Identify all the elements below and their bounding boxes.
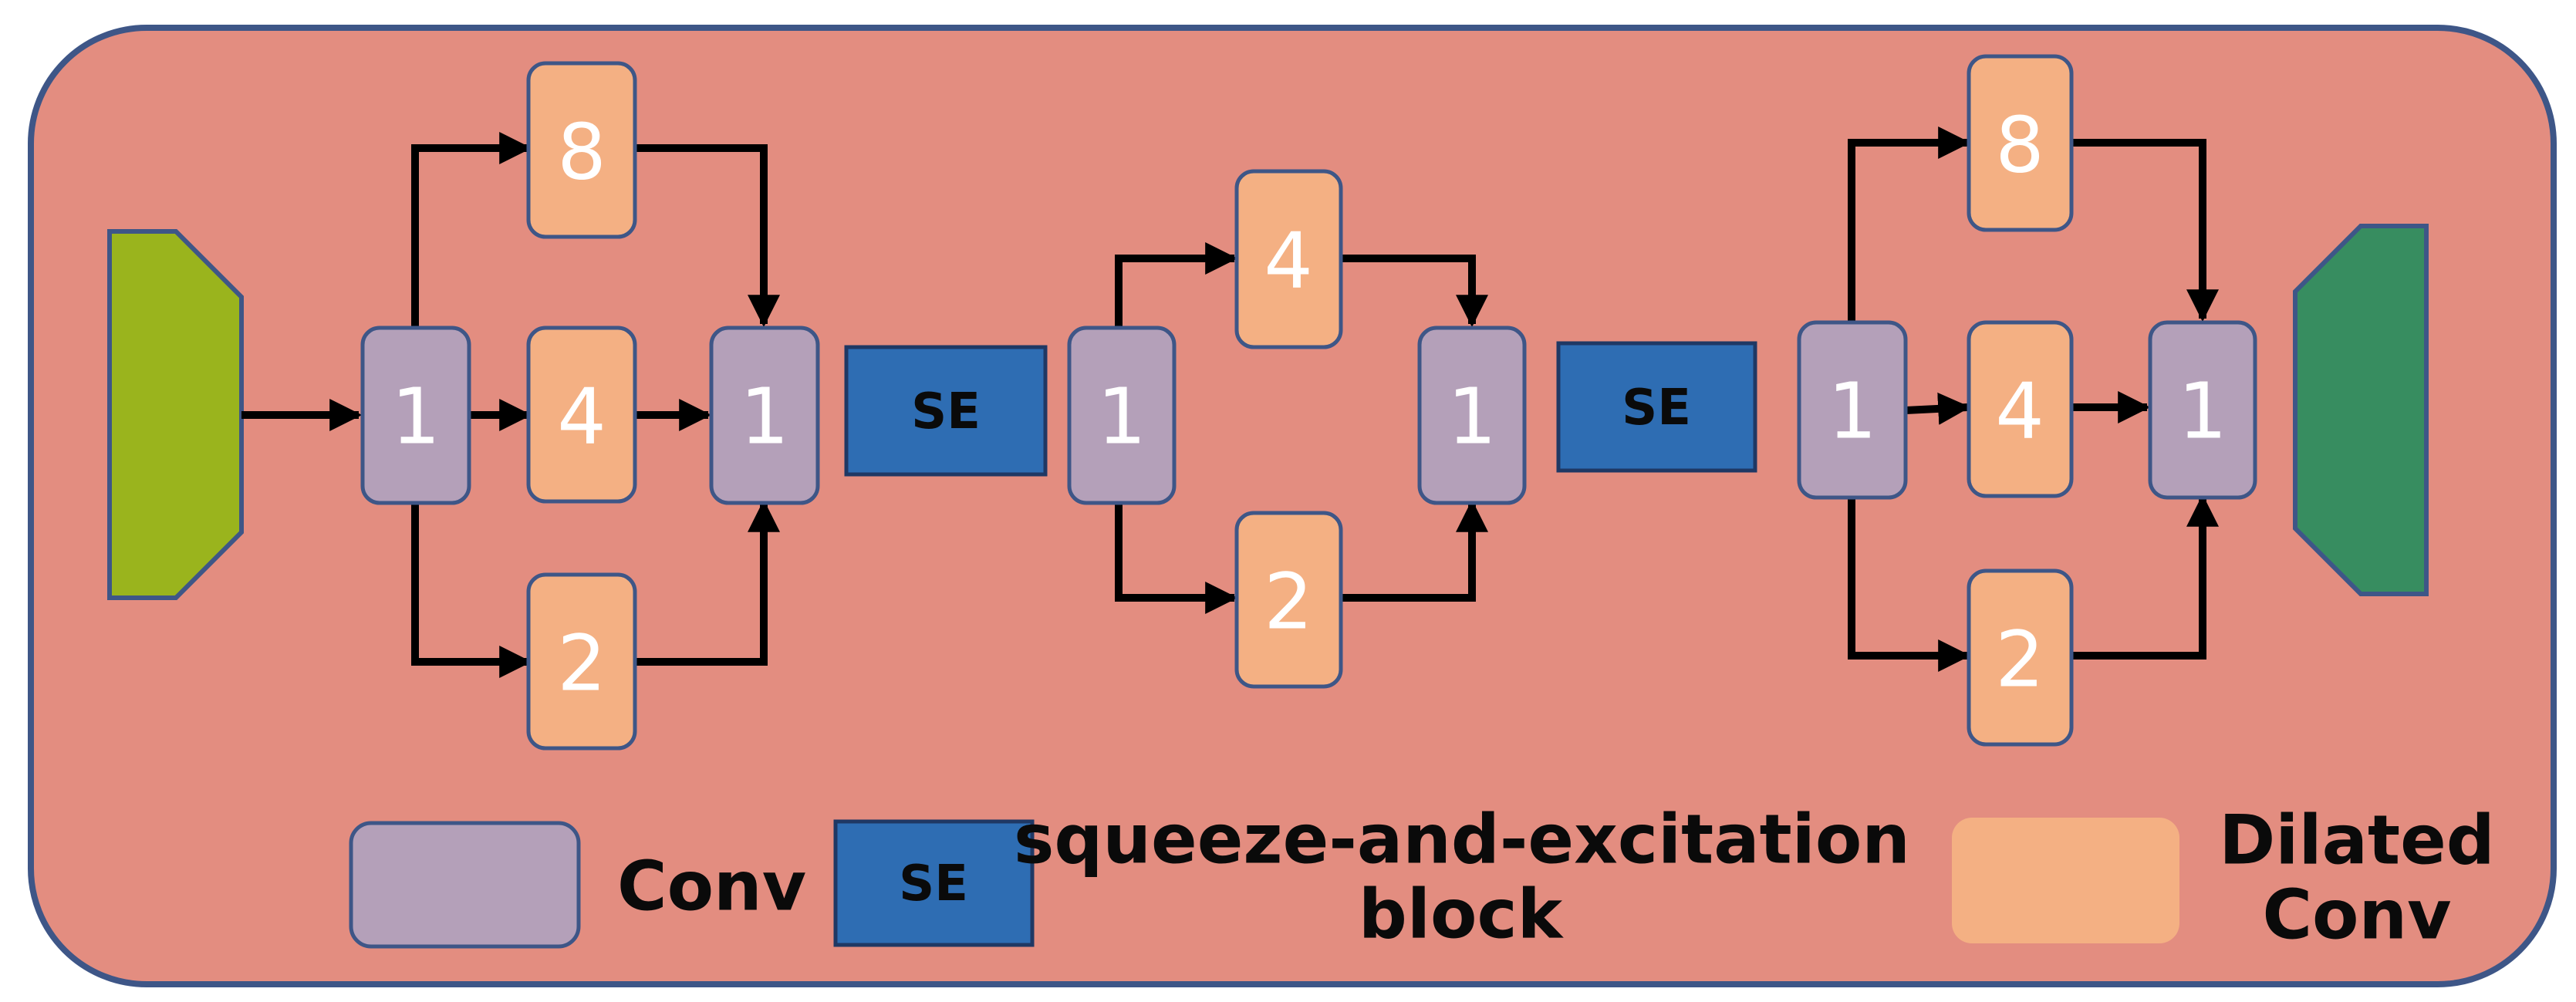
conv-node-label: 1 (740, 372, 789, 462)
conv-node (2148, 320, 2257, 500)
legend-dilated-label: Dilated (2219, 801, 2495, 880)
legend: Conv SE squeeze-and-excitation block Dil… (349, 800, 2495, 955)
arrow-d4-to-b2out (1341, 255, 1488, 328)
legend-se-label: squeeze-and-excitation (1014, 800, 1910, 879)
dilated-conv-node-label: 4 (1995, 366, 2044, 457)
dilated-conv-node (526, 572, 637, 751)
dilated-conv-node (526, 326, 637, 504)
dilated-conv-node-label: 4 (1264, 216, 1313, 306)
block-1: 1 8 4 2 1 (360, 61, 820, 751)
block-3: 1 8 4 2 1 (1797, 54, 2257, 747)
dilated-conv-node (526, 61, 637, 239)
arrow-d2-to-b1out (635, 499, 780, 666)
dilated-conv-node (1234, 169, 1343, 349)
dilated-conv-node (1967, 320, 2074, 498)
arrow-b1-to-d2 (411, 503, 532, 678)
output-shape (2293, 224, 2429, 596)
se-block-1: SE (844, 345, 1048, 477)
arrow-b2-to-d4 (1115, 242, 1238, 328)
se-block-2: SE (1556, 341, 1757, 473)
conv-node-label: 1 (2178, 366, 2227, 457)
conv-node (709, 326, 820, 505)
block-2: 1 4 2 1 (1067, 169, 1527, 689)
dilated-conv-node (1234, 511, 1343, 689)
legend-dilated-swatch (1952, 818, 2179, 943)
conv-node (360, 326, 471, 505)
arrow-b1-to-d8 (411, 132, 532, 328)
legend-se-swatch (833, 819, 1035, 947)
dilated-conv-node (1967, 54, 2074, 232)
arrow-d8-to-b3out (2071, 139, 2219, 322)
arrow-d8-to-b1out (635, 144, 780, 328)
arrow-d2-to-b3out (2071, 494, 2219, 660)
dilated-conv-node-label: 8 (1995, 100, 2044, 191)
legend-se-swatch-label: SE (899, 855, 968, 913)
dilated-conv-node-label: 2 (557, 619, 606, 709)
dilated-conv-node-label: 4 (557, 372, 606, 462)
se-node-label: SE (1622, 380, 1691, 437)
arrow-b3-to-d4 (1905, 392, 1971, 425)
legend-conv-label: Conv (617, 847, 806, 926)
conv-node (1417, 326, 1527, 505)
legend-conv-swatch (349, 821, 581, 949)
dilated-conv-node (1967, 568, 2074, 747)
conv-node-label: 1 (391, 372, 441, 462)
conv-node (1067, 326, 1177, 505)
dilated-conv-node-label: 2 (1995, 615, 2044, 705)
conv-node-label: 1 (1447, 372, 1497, 462)
se-node-label: SE (911, 383, 981, 440)
conv-node-label: 1 (1828, 366, 1877, 457)
conv-node (1797, 320, 1908, 500)
arrow-b3-to-d2 (1848, 498, 1971, 672)
input-shape (107, 229, 244, 600)
diagram-panel (28, 25, 2557, 987)
legend-dilated-label: Conv (2262, 875, 2451, 955)
se-node (844, 345, 1048, 477)
dilated-conv-node-label: 8 (557, 107, 606, 197)
dilated-conv-node-label: 2 (1264, 557, 1313, 647)
se-node (1556, 341, 1757, 473)
legend-se-label: block (1359, 875, 1565, 954)
arrow-b2-to-d2 (1115, 503, 1238, 614)
connectors (241, 127, 2219, 678)
arrow-b3-to-d8 (1848, 127, 1971, 324)
conv-node-label: 1 (1097, 372, 1146, 462)
arrow-d2-to-b2out (1341, 499, 1488, 602)
